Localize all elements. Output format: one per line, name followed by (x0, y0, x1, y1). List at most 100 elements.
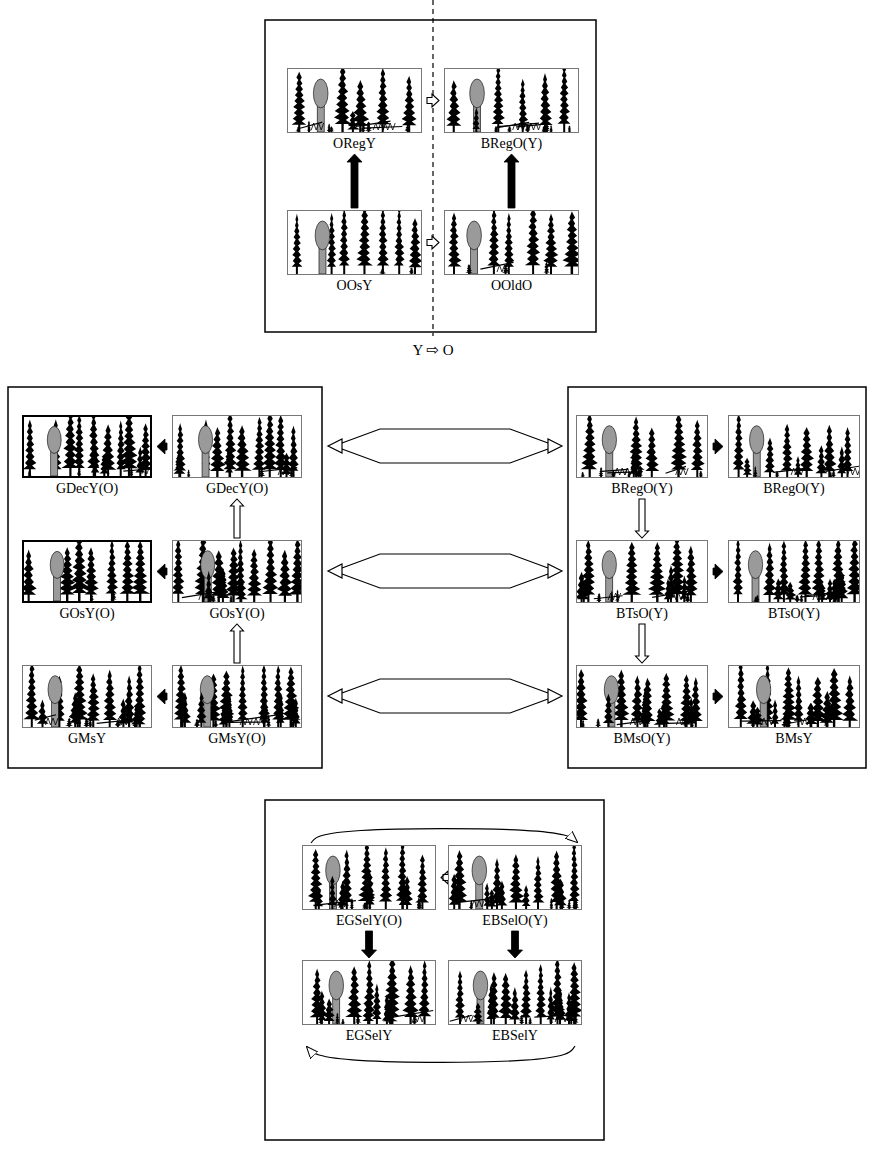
stand-label: ORegY (284, 133, 425, 152)
fern (555, 1015, 568, 1022)
conifer-tree (525, 211, 541, 274)
conifer-tree (173, 541, 184, 602)
forest-drawing (173, 541, 301, 602)
conifer-tree (276, 692, 285, 727)
conifer-tree (409, 218, 422, 274)
conifer-tree (448, 212, 462, 274)
conifer-tree (498, 973, 513, 1024)
stand-illustration (22, 540, 152, 603)
conifer-tree (645, 427, 659, 477)
conifer-tree (355, 1012, 361, 1024)
fern (412, 1015, 425, 1022)
conifer-tree (684, 594, 691, 602)
conifer-tree (291, 715, 296, 727)
conifer-tree (336, 881, 349, 909)
conifer-tree (686, 697, 697, 727)
forest-drawing (24, 542, 150, 601)
stand-label: EGSelY(O) (299, 910, 439, 929)
broadleaf-crown (750, 426, 764, 454)
conifer-tree (846, 541, 859, 602)
conifer-tree (317, 991, 327, 1024)
conifer-tree (84, 547, 99, 601)
conifer-tree (825, 579, 836, 602)
stand-panel: BRegO(Y) (441, 68, 582, 152)
conifer-tree (497, 881, 508, 910)
conifer-tree (324, 999, 335, 1024)
conifer-tree (394, 211, 405, 274)
conifer-tree (577, 572, 589, 602)
conifer-tree (566, 899, 572, 909)
conifer-tree (598, 467, 603, 477)
conifer-tree (543, 214, 558, 275)
fern (254, 718, 267, 725)
transition-arrow (713, 564, 723, 579)
fern (116, 718, 129, 725)
stand-panel: ORegY (284, 68, 425, 152)
conifer-tree (88, 715, 93, 727)
arrow-head (328, 689, 342, 703)
conifer-tree (187, 469, 191, 477)
stand-panel: BMsO(Y) (573, 665, 711, 747)
fern (848, 468, 859, 475)
conifer-tree (295, 127, 301, 133)
conifer-tree (399, 874, 408, 909)
conifer-tree (690, 722, 695, 728)
conifer-tree (780, 667, 798, 727)
divider-line (432, 0, 433, 336)
arrow-head (548, 564, 562, 578)
forest-drawing (449, 846, 581, 909)
stand-illustration (728, 540, 860, 603)
conifer-tree (580, 472, 585, 477)
stand-illustration (172, 415, 302, 478)
conifer-tree (234, 425, 252, 477)
conifer-tree (24, 420, 36, 476)
conifer-tree (446, 80, 461, 132)
fallen-log (363, 126, 402, 128)
fern (826, 593, 839, 600)
fallen-log (534, 1015, 575, 1017)
fern (625, 468, 638, 475)
broadleaf-trunk (202, 451, 209, 477)
stand-illustration (22, 415, 152, 478)
broadleaf-crown (47, 426, 61, 453)
conifer-tree (487, 211, 500, 274)
transition-arrow (307, 1046, 575, 1062)
broadleaf-crown (313, 79, 328, 108)
forest-drawing (445, 69, 578, 132)
conifer-tree (743, 458, 752, 477)
exchange-arrows (328, 429, 562, 713)
transition-arrow (347, 154, 362, 208)
exchange-arrow (342, 574, 548, 588)
conifer-tree (362, 902, 368, 909)
fern (335, 900, 348, 907)
transition-arrow (231, 499, 244, 538)
conifer-tree (549, 125, 553, 132)
broadleaf-crown (472, 856, 487, 885)
transition-arrow (713, 439, 723, 454)
stand-panel: BRegO(Y) (725, 415, 863, 497)
conifer-tree (24, 550, 37, 601)
conifer-tree (753, 466, 758, 477)
conifer-tree (812, 541, 827, 602)
conifer-tree (91, 446, 100, 476)
conifer-tree (111, 590, 117, 601)
stand-label: BRegO(Y) (441, 133, 582, 152)
conifer-tree (365, 121, 371, 132)
conifer-tree (409, 268, 415, 275)
broadleaf-trunk (333, 997, 340, 1024)
stand-illustration (576, 415, 708, 478)
conifer-tree (318, 1014, 324, 1024)
conifer-tree (654, 708, 665, 727)
stand-illustration (448, 960, 582, 1025)
arrow-head (328, 564, 342, 578)
conifer-tree (77, 468, 82, 476)
broadleaf-trunk (476, 882, 483, 909)
stand-panel: GMsY (19, 665, 155, 747)
conifer-tree (23, 666, 40, 727)
group-panel (265, 20, 596, 332)
conifer-tree (572, 1012, 578, 1025)
conifer-tree (362, 1000, 374, 1024)
conifer-tree (326, 123, 331, 132)
broadleaf-crown (473, 971, 488, 1000)
